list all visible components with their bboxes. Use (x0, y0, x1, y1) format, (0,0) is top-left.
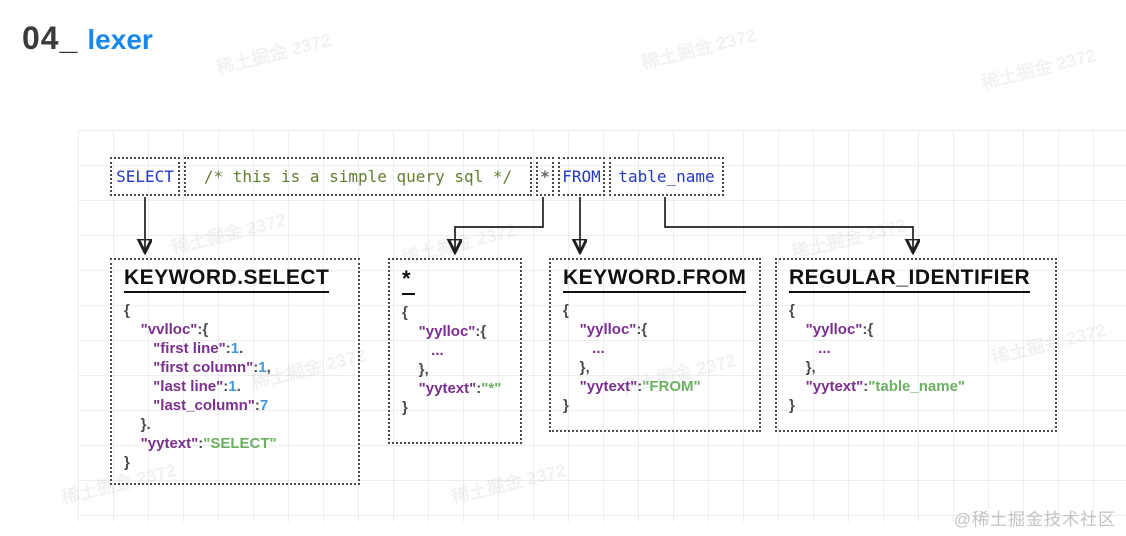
code-line: "last_column":7 (124, 397, 269, 414)
code-line: ... (563, 340, 605, 357)
code-line: "first line":1. (124, 340, 244, 357)
community-watermark: @稀土掘金技术社区 (953, 510, 1116, 529)
token-box-title: REGULAR_IDENTIFIER (789, 266, 1031, 293)
code-line: "yytext":"*" (402, 380, 502, 397)
token-box-keyword-select: KEYWORD.SELECT { "vvlloc":{ "first line"… (110, 258, 360, 485)
code-line: }, (789, 359, 816, 376)
code-line: "yylloc":{ (563, 321, 648, 338)
code-line: { (402, 304, 408, 321)
code-line: "yylloc":{ (402, 323, 487, 340)
code-line: }. (124, 416, 151, 433)
code-line: } (789, 397, 795, 414)
code-line: "yylloc":{ (789, 321, 874, 338)
page-title-word: lexer (87, 24, 153, 55)
token-box-title: KEYWORD.FROM (563, 266, 747, 293)
token-json-star: { "yylloc":{ ... }, "yytext":"*"} (402, 303, 508, 417)
code-line: ... (789, 340, 831, 357)
diagonal-watermark: 稀土掘金 2372 (979, 45, 1098, 93)
page-title: 04_ lexer (22, 20, 153, 57)
code-line: } (402, 399, 408, 416)
code-line: }, (563, 359, 590, 376)
token-box-keyword-from: KEYWORD.FROM { "yylloc":{ ... }, "yytext… (549, 258, 761, 432)
token-box-star: * { "yylloc":{ ... }, "yytext":"*"} (388, 258, 522, 444)
code-line: } (124, 454, 130, 471)
code-line: { (124, 302, 130, 319)
token-chip-table-name: table_name (609, 157, 724, 196)
token-json-from: { "yylloc":{ ... }, "yytext":"FROM"} (563, 301, 747, 415)
token-json-select: { "vvlloc":{ "first line":1. "first colu… (124, 301, 346, 472)
token-box-title: * (402, 266, 415, 295)
code-line: } (563, 397, 569, 414)
diagonal-watermark: 稀土掘金 2372 (639, 25, 758, 73)
code-line: "last line":1. (124, 378, 241, 395)
page-title-number: 04_ (22, 20, 79, 56)
token-chip-select: SELECT (110, 157, 180, 196)
token-chip-from: FROM (558, 157, 605, 196)
code-line: "yytext":"FROM" (563, 378, 701, 395)
token-json-identifier: { "yylloc":{ ... }, "yytext":"table_name… (789, 301, 1043, 415)
token-box-regular-identifier: REGULAR_IDENTIFIER { "yylloc":{ ... }, "… (775, 258, 1057, 432)
token-box-title: KEYWORD.SELECT (124, 266, 330, 293)
code-line: { (789, 302, 795, 319)
code-line: }, (402, 361, 429, 378)
code-line: "first column":1, (124, 359, 271, 376)
token-row: SELECT /* this is a simple query sql */ … (110, 157, 724, 196)
token-chip-star: * (536, 157, 554, 196)
code-line: "vvlloc":{ (124, 321, 209, 338)
diagonal-watermark: 稀土掘金 2372 (214, 30, 333, 78)
code-line: ... (402, 342, 444, 359)
code-line: { (563, 302, 569, 319)
code-line: "yytext":"SELECT" (124, 435, 277, 452)
token-chip-comment: /* this is a simple query sql */ (184, 157, 532, 196)
code-line: "yytext":"table_name" (789, 378, 966, 395)
